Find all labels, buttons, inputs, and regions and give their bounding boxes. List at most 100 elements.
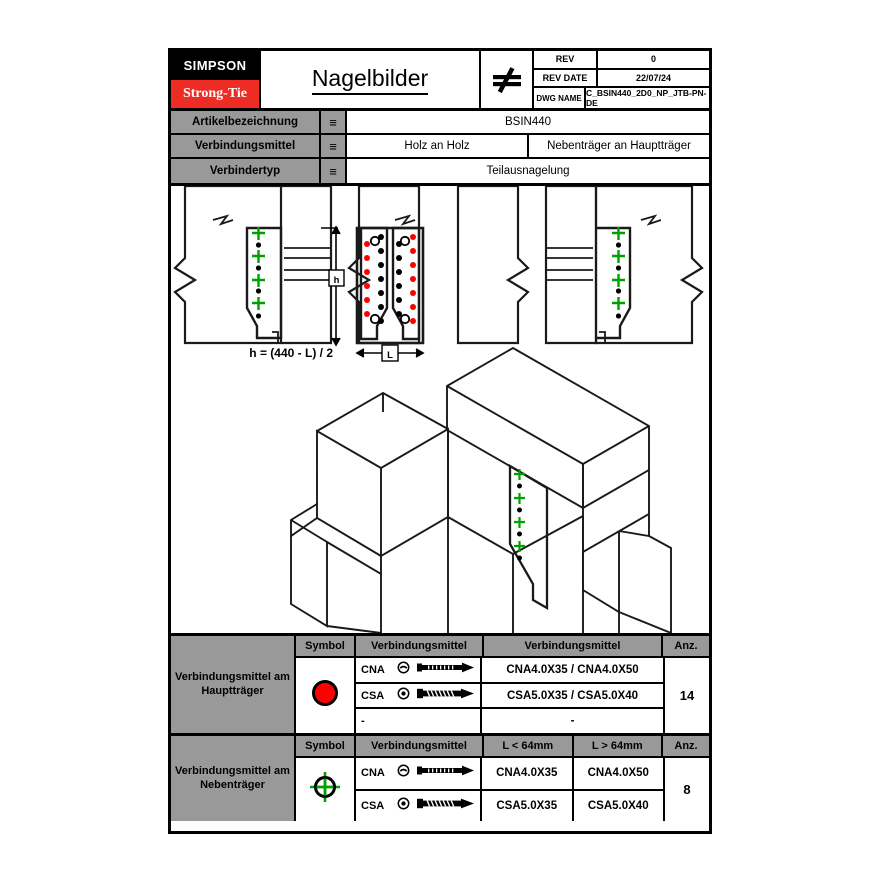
header-length-long: L > 64mm — [574, 736, 663, 756]
dimension-note: h = (440 - L) / 2 — [249, 346, 333, 360]
nail-markers-center — [364, 234, 416, 325]
revision-block: REV 0 REV DATE 22/07/24 DWG NAME C_BSIN4… — [534, 51, 709, 108]
header-symbol: Symbol — [296, 636, 356, 656]
header-quantity: Anz. — [674, 740, 698, 752]
equals-icon: ≡ — [321, 135, 347, 157]
logo-simpson-text: SIMPSON — [171, 51, 259, 80]
revision-row: REV 0 — [534, 51, 709, 70]
specification-table: Artikelbezeichnung ≡ BSIN440 Verbindungs… — [171, 111, 709, 186]
fastener-name-csa: CSA — [361, 799, 385, 812]
l-label: L — [387, 350, 393, 361]
spec-label-fastener: Verbindungsmittel — [171, 135, 321, 157]
logo-strongtie-text: Strong-Tie — [171, 79, 259, 108]
screw-icon — [416, 797, 478, 815]
spec-value-article: BSIN440 — [504, 116, 552, 128]
table-row: CNA — [356, 658, 663, 684]
fastener-cna-cell: CNA — [356, 758, 482, 789]
header-symbol: Symbol — [296, 736, 356, 756]
table-main-quantity: 14 — [663, 658, 709, 733]
table-row: - - — [356, 709, 663, 734]
spec-label-connectortype: Verbindertyp — [171, 159, 321, 183]
nail-markers-black-iso — [517, 483, 522, 561]
header-quantity: Anz. — [674, 640, 698, 652]
fastener-cna-spec: CNA4.0X35 / CNA4.0X50 — [506, 663, 639, 676]
table-row: CSA — [356, 790, 663, 821]
equals-icon: ≡ — [321, 159, 347, 183]
rev-value: 0 — [650, 54, 656, 65]
nail-markers-black-left — [255, 242, 262, 319]
not-equal-icon — [489, 65, 525, 95]
sheet-title: Nagelbilder — [261, 51, 481, 108]
title-block: SIMPSON Strong-Tie Nagelbilder REV 0 REV… — [171, 51, 709, 111]
table-secondary-symbol-cell — [296, 758, 356, 821]
red-filled-circle-icon — [310, 678, 340, 713]
fastener-cna-cell: CNA — [356, 658, 482, 682]
sheet-title-text: Nagelbilder — [311, 65, 429, 95]
nail-icon — [416, 661, 478, 679]
table-row: CNA — [356, 758, 663, 791]
table-main-header-row: Symbol Verbindungsmittel Verbindungsmitt… — [296, 636, 709, 658]
table-secondary-quantity: 8 — [663, 758, 709, 821]
nail-markers-green-iso — [514, 469, 525, 552]
revision-date-row: REV DATE 22/07/24 — [534, 69, 709, 88]
slotted-head-icon — [397, 764, 410, 782]
isometric-3d-view — [290, 346, 672, 633]
table-row: CSA — [356, 683, 663, 710]
dwg-name-row: DWG NAME C_BSIN440_2D0_NP_JTB-PN-DE — [534, 88, 709, 108]
nail-markers-black-right — [615, 242, 622, 319]
nail-markers-green-left — [252, 227, 265, 310]
header-fastener: Verbindungsmittel — [356, 736, 484, 756]
torx-head-icon — [397, 797, 410, 815]
fastener-csa-cell: CSA — [356, 790, 482, 821]
rev-date-value: 22/07/24 — [635, 72, 672, 83]
torx-head-icon — [397, 687, 410, 705]
fastener-cna-long: CNA4.0X50 — [587, 767, 649, 780]
rev-date-label: REV DATE — [534, 69, 598, 86]
technical-drawing-svg: h = (440 - L) / 2 h L — [173, 186, 704, 633]
fastener-cna-short: CNA4.0X35 — [482, 758, 574, 789]
header-length-short: L < 64mm — [484, 736, 574, 756]
green-crosshair-circle-icon — [308, 770, 342, 809]
drawing-area: h = (440 - L) / 2 h L — [171, 186, 709, 636]
spec-value-fastener-b: Nebenträger an Hauptträger — [547, 140, 691, 152]
spec-row-article: Artikelbezeichnung ≡ BSIN440 — [171, 111, 709, 135]
equals-icon: ≡ — [321, 111, 347, 133]
table-main-symbol-cell — [296, 658, 356, 733]
spec-row-connectortype: Verbindertyp ≡ Teilausnagelung — [171, 159, 709, 183]
simpson-strong-tie-logo: SIMPSON Strong-Tie — [171, 51, 261, 108]
side-view-left — [173, 186, 333, 345]
dwg-name-value: C_BSIN440_2D0_NP_JTB-PN-DE — [586, 88, 707, 108]
fastener-csa-spec: CSA5.0X35 / CSA5.0X40 — [506, 689, 639, 702]
fastener-empty-spec: - — [570, 715, 575, 728]
spec-label-article: Artikelbezeichnung — [171, 111, 321, 133]
spec-value-fastener-a: Holz an Holz — [347, 135, 529, 157]
slotted-head-icon — [397, 661, 410, 679]
fastener-name-cna: CNA — [361, 663, 385, 676]
nail-icon — [416, 764, 478, 782]
fastener-csa-long: CSA5.0X40 — [587, 799, 649, 812]
spec-row-fastener: Verbindungsmittel ≡ Holz an Holz Nebentr… — [171, 135, 709, 159]
fastener-empty-cell: - — [356, 709, 482, 734]
table-secondary-category: Verbindungsmittel am Nebenträger — [171, 736, 296, 821]
front-view-center — [347, 186, 530, 345]
dwg-name-label: DWG NAME — [534, 88, 586, 108]
fastener-table-main: Verbindungsmittel am Hauptträger Symbol … — [171, 636, 709, 736]
dimension-h — [321, 225, 345, 347]
header-fastener: Verbindungsmittel — [356, 636, 484, 656]
screw-icon — [416, 687, 478, 705]
projection-symbol-cell — [481, 51, 534, 108]
rev-label: REV — [534, 51, 598, 68]
fastener-csa-short: CSA5.0X35 — [482, 790, 574, 821]
fastener-name-csa: CSA — [361, 689, 385, 702]
nail-markers-green-right — [612, 227, 625, 310]
header-fastener-spec: Verbindungsmittel — [484, 636, 663, 656]
fastener-name-cna: CNA — [361, 767, 385, 780]
side-view-right — [544, 186, 704, 345]
table-main-category: Verbindungsmittel am Hauptträger — [171, 636, 296, 733]
spec-value-connectortype: Teilausnagelung — [486, 165, 570, 177]
fastener-name-empty: - — [361, 715, 365, 728]
table-secondary-header-row: Symbol Verbindungsmittel L < 64mm L > 64… — [296, 736, 709, 758]
h-label: h — [334, 275, 340, 286]
fastener-csa-cell: CSA — [356, 683, 482, 708]
drawing-sheet: SIMPSON Strong-Tie Nagelbilder REV 0 REV… — [168, 48, 712, 834]
